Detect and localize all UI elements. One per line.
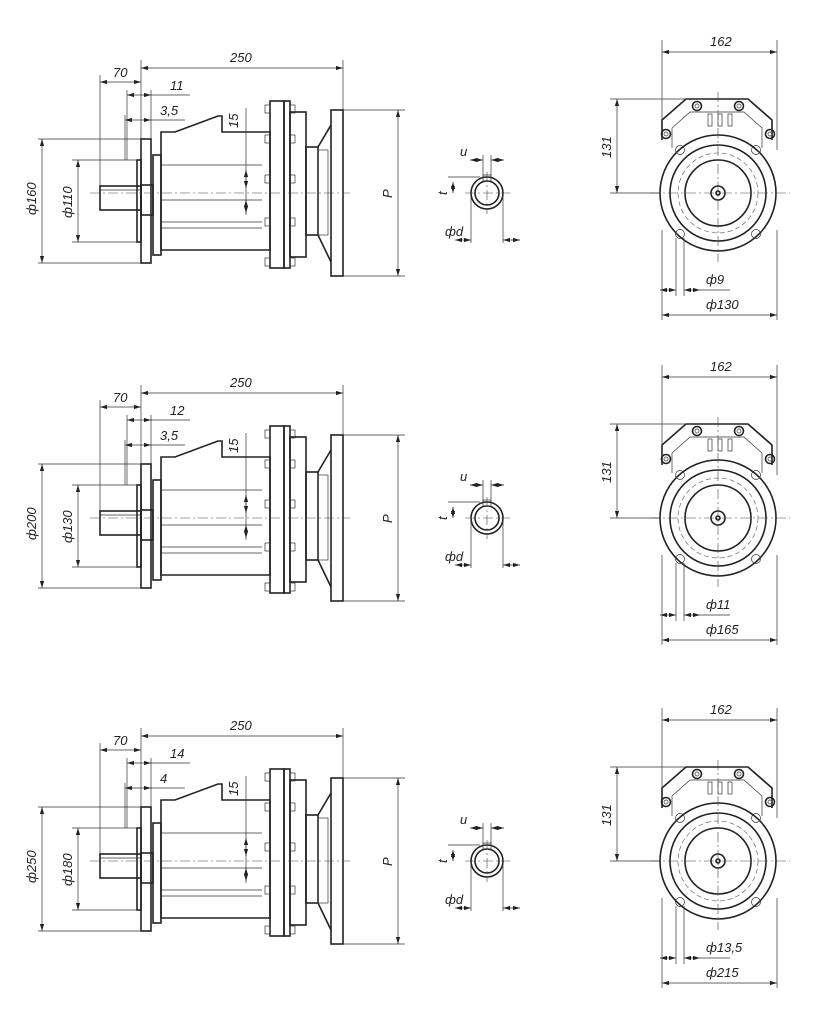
dim-angle: 15	[226, 113, 241, 128]
dim-d: фd	[445, 224, 464, 239]
dim-flange-diameter: ф200	[24, 507, 39, 540]
dim-shaft-length: 70	[113, 733, 128, 748]
dim-p: P	[380, 514, 395, 523]
dim-d: фd	[445, 892, 464, 907]
shaft-key-section: u t фd	[435, 812, 520, 911]
dim-length: 250	[229, 50, 252, 65]
gearbox-drawing-3: 250 70 144 15 ф250 ф180 Pu t фd 162 131 ф13,5 ф215	[24, 702, 790, 988]
dim-pitch-circle-diameter: ф165	[706, 622, 739, 637]
dim-length: 250	[229, 718, 252, 733]
dim-offset-b: 4	[160, 771, 167, 786]
dim-width: 162	[710, 702, 732, 717]
dim-flange-diameter: ф250	[24, 850, 39, 883]
dim-pitch-circle-diameter: ф130	[706, 297, 739, 312]
dim-p: P	[380, 857, 395, 866]
dim-height: 131	[599, 461, 614, 483]
dim-height: 131	[599, 804, 614, 826]
shaft-key-section: u t фd	[435, 469, 520, 568]
dim-shaft-length: 70	[113, 65, 128, 80]
front-view: 162 131 ф13,5 ф215	[599, 702, 790, 988]
front-view: 162 131 ф9 ф130	[599, 34, 790, 320]
dim-pitch-circle-diameter: ф215	[706, 965, 739, 980]
dim-height: 131	[599, 136, 614, 158]
dim-u: u	[460, 469, 467, 484]
dim-spigot-diameter: ф110	[60, 186, 75, 218]
dim-width: 162	[710, 34, 732, 49]
dim-offset-b: 3,5	[160, 103, 179, 118]
dim-offset-a: 14	[170, 746, 184, 761]
dim-offset-a: 12	[170, 403, 185, 418]
dim-angle: 15	[226, 781, 241, 796]
side-view: 250 70 12 3,5 15 ф200 ф130 P	[24, 375, 405, 602]
dim-offset-a: 11	[170, 78, 184, 93]
dim-u: u	[460, 812, 467, 827]
dim-flange-diameter: ф160	[24, 182, 39, 215]
side-view: 250 70 144 15 ф250 ф180 P	[24, 718, 405, 945]
dim-d: фd	[445, 549, 464, 564]
dim-hole-diameter: ф11	[706, 597, 730, 612]
dim-spigot-diameter: ф180	[60, 853, 75, 886]
shaft-key-section: u t фd	[435, 144, 520, 243]
dim-p: P	[380, 189, 395, 198]
dim-hole-diameter: ф9	[706, 272, 724, 287]
dim-length: 250	[229, 375, 252, 390]
dim-t: t	[435, 858, 450, 863]
dim-u: u	[460, 144, 467, 159]
front-view: 162 131 ф11 ф165	[599, 359, 790, 645]
dim-shaft-length: 70	[113, 390, 128, 405]
gearbox-drawing-2: 250 70 12 3,5 15 ф200 ф130 Pu t фd 162 131 ф11 ф165	[24, 359, 790, 645]
dim-width: 162	[710, 359, 732, 374]
dim-t: t	[435, 515, 450, 520]
dim-hole-diameter: ф13,5	[706, 940, 743, 955]
dim-t: t	[435, 190, 450, 195]
dim-offset-b: 3,5	[160, 428, 179, 443]
side-view: 250 70 11 3,5 15 ф160 ф110 P	[24, 50, 405, 277]
dim-spigot-diameter: ф130	[60, 510, 75, 543]
gearbox-drawing-1: 250 70 11 3,5 15 ф160 ф110 Pu t фd 162 131 ф9 ф130	[24, 34, 790, 320]
dim-angle: 15	[226, 438, 241, 453]
